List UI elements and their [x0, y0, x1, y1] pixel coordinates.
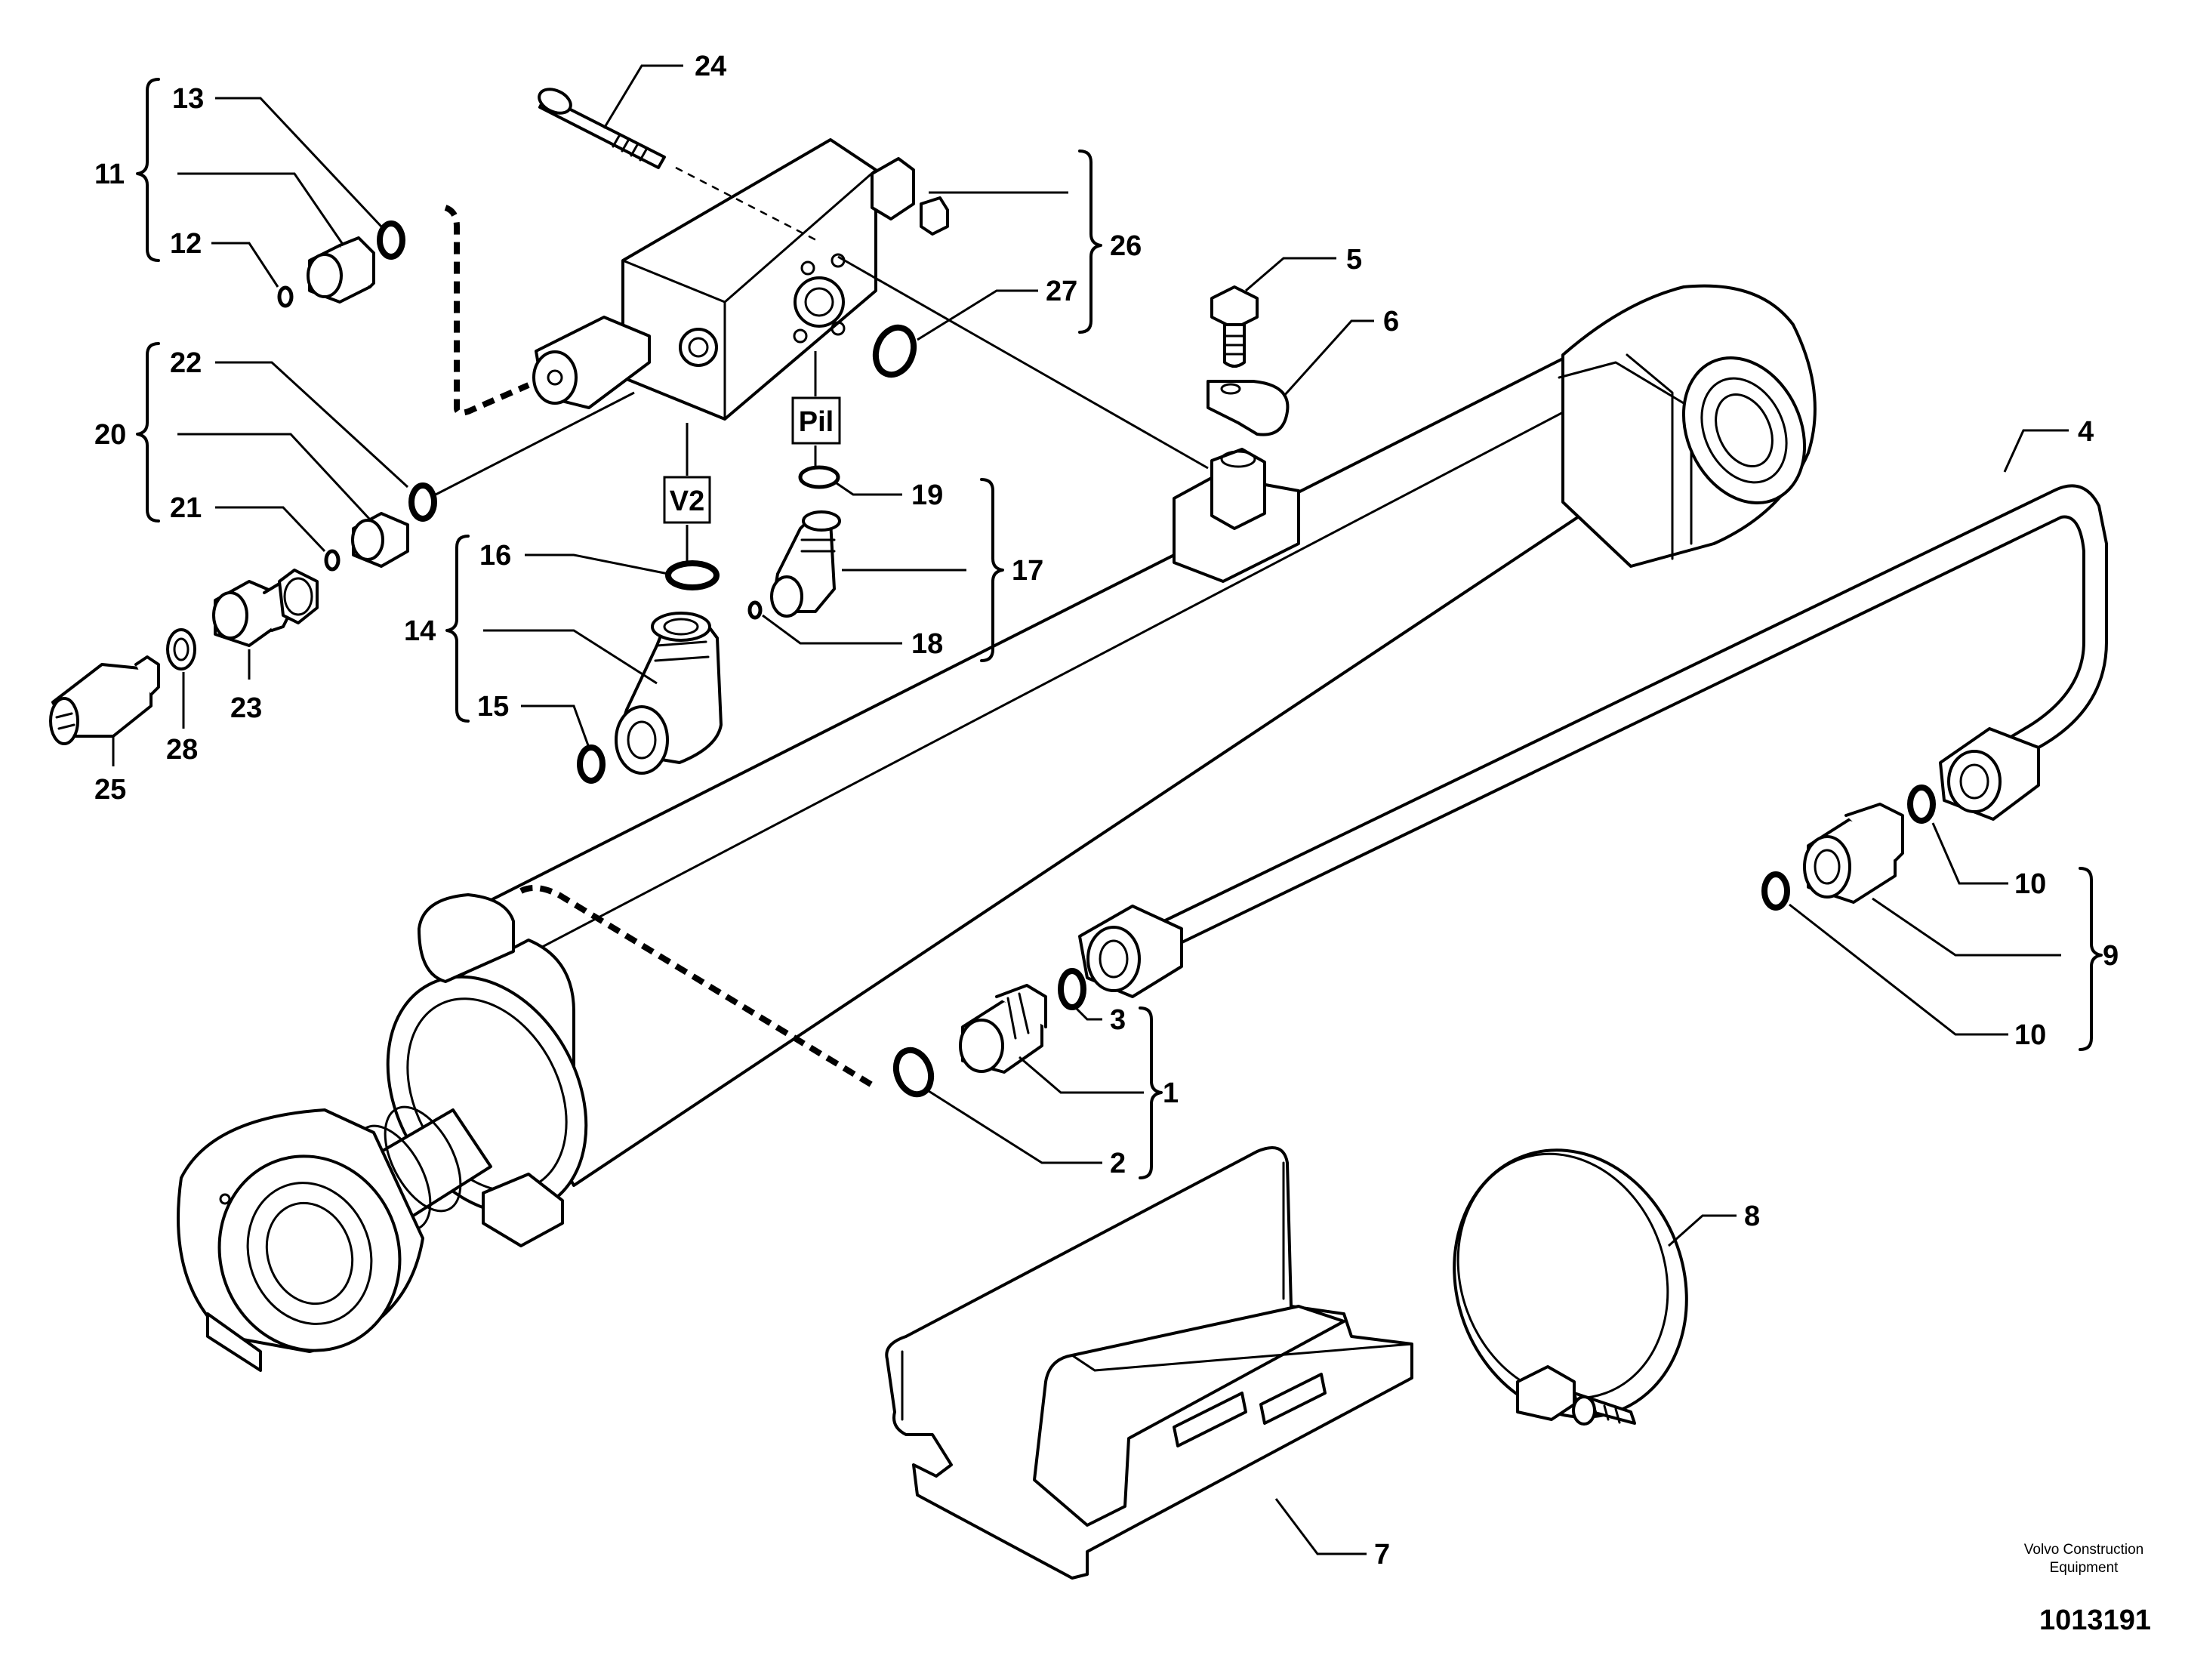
callout-20: 20: [94, 419, 126, 451]
company-name-line2: Equipment: [2050, 1560, 2119, 1576]
callout-3: 3: [1110, 1004, 1126, 1036]
company-name-line1: Volvo Construction: [2024, 1542, 2143, 1558]
fitting-1: [959, 984, 1047, 1074]
callout-19: 19: [911, 479, 943, 511]
fitting-20: [351, 512, 409, 568]
callout-9: 9: [2103, 940, 2119, 972]
bolt-24: [538, 88, 666, 169]
pipe-4: [1078, 484, 2108, 998]
port-tag-v2-label: V2: [670, 486, 704, 517]
callout-26: 26: [1110, 230, 1142, 262]
oring-10-upper: [1907, 785, 1936, 824]
oring-13: [377, 220, 405, 260]
callout-25: 25: [94, 774, 126, 806]
port-tag-pil-label: Pil: [799, 406, 834, 438]
elbow-14: [615, 612, 723, 775]
oring-16: [665, 560, 720, 590]
port-tag-pil: Pil: [791, 396, 841, 445]
callout-27: 27: [1046, 276, 1077, 307]
bolt-5: [1210, 285, 1259, 368]
fitting-9: [1803, 803, 1904, 904]
callout-23: 23: [230, 692, 262, 724]
callout-24: 24: [695, 51, 726, 82]
oring-27: [872, 324, 917, 378]
oring-19: [798, 465, 840, 489]
elbow-17: [770, 510, 841, 618]
oring-15: [577, 744, 606, 784]
clip-6: [1207, 380, 1290, 436]
oring-3: [1058, 968, 1086, 1010]
callout-1: 1: [1163, 1077, 1179, 1109]
callout-13: 13: [172, 83, 204, 115]
oring-10-lower: [1761, 871, 1790, 911]
callout-5: 5: [1346, 244, 1362, 276]
callout-17: 17: [1012, 555, 1043, 587]
oring-21: [324, 549, 341, 572]
callout-15: 15: [477, 691, 509, 723]
hydraulic-cylinder: [177, 284, 1817, 1372]
callout-12: 12: [170, 228, 202, 260]
document-number: 1013191: [2039, 1604, 2151, 1636]
callout-7: 7: [1374, 1539, 1390, 1571]
alignment-line-22: [435, 391, 635, 496]
footer: Volvo Construction Equipment 1013191: [2024, 1542, 2151, 1636]
part-number-callouts: 24 26 27 5 6 4 13 11 12 22 20 21 16 14 1…: [94, 51, 2119, 1571]
braces: [136, 78, 2103, 1179]
clamp-8: [1453, 1148, 1688, 1426]
callout-4: 4: [2078, 416, 2094, 448]
callout-22: 22: [170, 347, 202, 379]
callout-28: 28: [166, 734, 198, 766]
callout-11: 11: [94, 159, 125, 190]
callout-6: 6: [1383, 306, 1399, 338]
oring-18: [747, 600, 763, 620]
test-point-25: [49, 655, 160, 745]
callout-16: 16: [479, 540, 511, 572]
guard-7: [885, 1146, 1413, 1580]
callout-18: 18: [911, 628, 943, 660]
callout-21: 21: [170, 492, 202, 524]
callout-2: 2: [1110, 1148, 1126, 1179]
oring-22: [408, 482, 437, 522]
callout-8: 8: [1744, 1201, 1760, 1232]
fitting-11: [307, 236, 375, 304]
oring-12: [277, 285, 294, 308]
port-tag-v2: V2: [663, 476, 711, 524]
adapter-23: [212, 569, 319, 647]
valve-block: [532, 138, 949, 421]
callout-14: 14: [404, 615, 436, 647]
callout-10-upper: 10: [2014, 868, 2046, 900]
oring-2: [892, 1047, 935, 1098]
callout-10-lower: 10: [2014, 1019, 2046, 1051]
leader-lines: [112, 64, 2069, 1555]
washer-28: [166, 628, 196, 670]
